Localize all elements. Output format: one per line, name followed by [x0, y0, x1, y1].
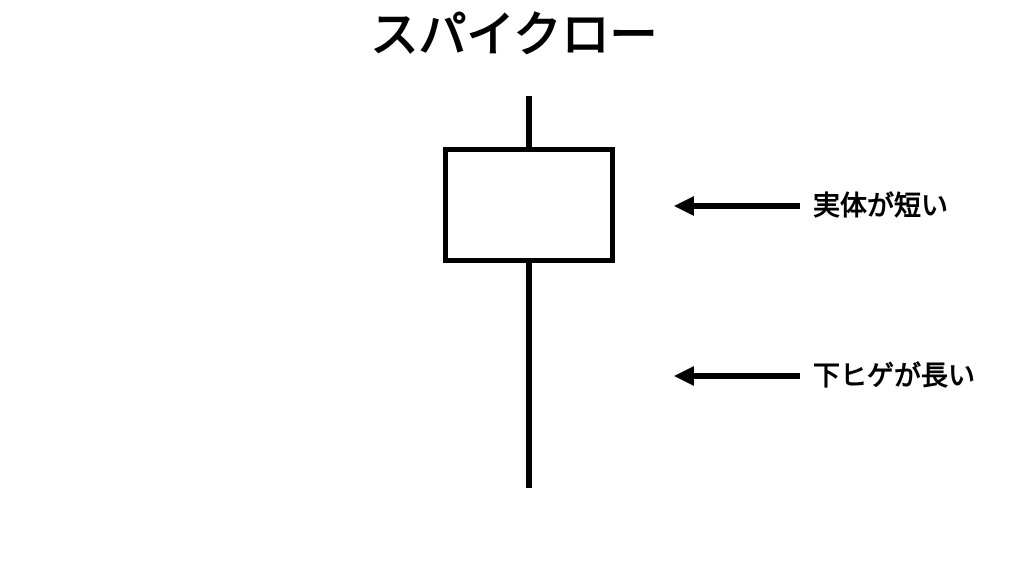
- lower-wick: [526, 258, 532, 488]
- arrow-shaft: [690, 373, 800, 379]
- candle-body: [443, 147, 615, 263]
- arrow-shaft: [690, 203, 800, 209]
- annotation-label-long-lower-wick: 下ヒゲが長い: [813, 360, 975, 391]
- left-arrow-icon: [674, 366, 800, 386]
- annotation-long-lower-wick: 下ヒゲが長い: [674, 356, 975, 396]
- arrow-head: [674, 196, 694, 216]
- annotation-label-short-body: 実体が短い: [813, 190, 948, 221]
- left-arrow-icon: [674, 196, 800, 216]
- arrow-head: [674, 366, 694, 386]
- upper-wick: [526, 96, 532, 152]
- annotation-short-body: 実体が短い: [674, 186, 948, 226]
- page-title: スパイクロー: [370, 9, 658, 62]
